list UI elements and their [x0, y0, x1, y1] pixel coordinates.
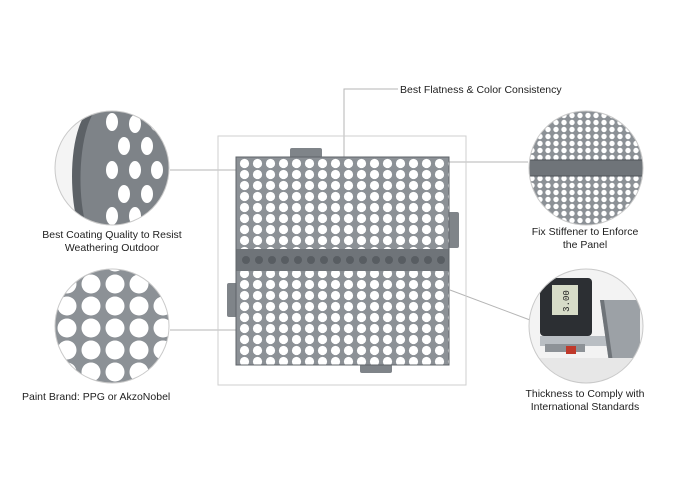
panel-frame	[217, 135, 467, 386]
coating-closeup-icon	[54, 110, 170, 226]
perforated-panel-icon	[227, 148, 459, 373]
label-stiffener-line1: Fix Stiffener to Enforce	[531, 226, 639, 238]
caliper-measurement-icon: 3.00	[528, 268, 644, 384]
label-coating: Best Coating Quality to Resist Weatherin…	[22, 229, 202, 255]
leader-thickness	[449, 289, 531, 321]
hole-pattern-closeup-icon	[54, 268, 170, 384]
label-thickness-line1: Thickness to Comply with	[525, 388, 645, 400]
label-stiffener-line2: the Panel	[562, 239, 608, 251]
label-stiffener: Fix Stiffener to Enforce the Panel	[510, 226, 660, 252]
label-flatness-text: Best Flatness & Color Consistency	[400, 84, 562, 96]
label-thickness-line2: International Standards	[530, 401, 640, 413]
stiffener-closeup-icon	[528, 110, 644, 226]
caliper-reading: 3.00	[562, 290, 572, 312]
label-paint: Paint Brand: PPG or AkzoNobel	[22, 391, 202, 404]
label-thickness: Thickness to Comply with International S…	[505, 388, 665, 414]
label-paint-text: Paint Brand: PPG or AkzoNobel	[22, 391, 171, 403]
label-coating-line2: Weathering Outdoor	[64, 242, 160, 254]
label-coating-line1: Best Coating Quality to Resist	[42, 229, 182, 241]
label-flatness: Best Flatness & Color Consistency	[400, 84, 610, 97]
